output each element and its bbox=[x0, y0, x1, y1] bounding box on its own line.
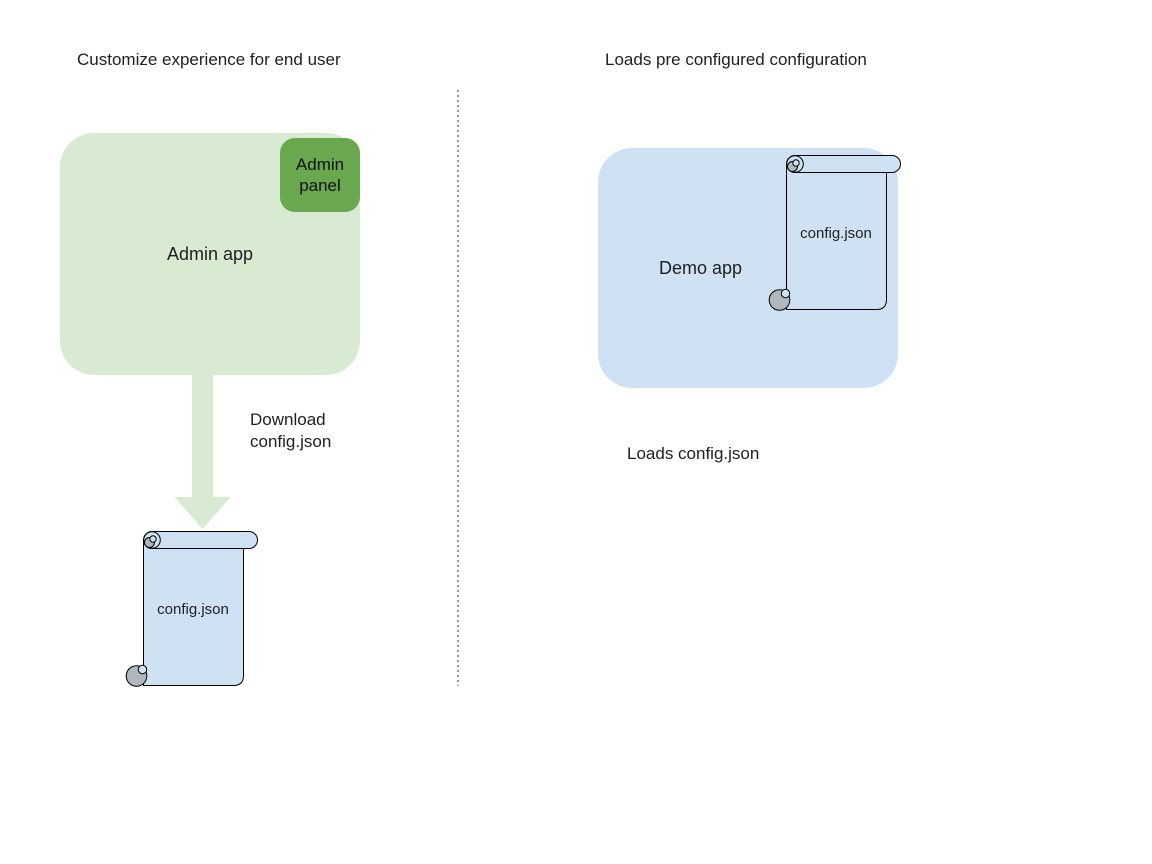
demo-app-label: Demo app bbox=[658, 257, 743, 278]
download-config-label: Download config.json bbox=[250, 410, 332, 451]
config-json-label: config.json bbox=[157, 601, 229, 618]
left-section-title: Customize experience for end user bbox=[77, 50, 341, 69]
admin-panel-label: Admin panel bbox=[295, 155, 345, 195]
admin-app-label: Admin app bbox=[166, 243, 254, 264]
admin-app-box: Admin app Admin panel bbox=[60, 133, 360, 375]
scroll-shape-icon bbox=[125, 531, 258, 687]
right-section-title: Loads pre configured configuration bbox=[605, 50, 867, 69]
config-json-scroll-right: config.json bbox=[768, 155, 904, 311]
admin-panel-box: Admin panel bbox=[280, 138, 360, 212]
download-arrow-icon bbox=[174, 375, 231, 529]
config-json-label: config.json bbox=[800, 225, 872, 242]
section-divider-dotted-line bbox=[457, 90, 459, 686]
config-json-scroll-left: config.json bbox=[125, 531, 261, 687]
scroll-shape-icon bbox=[768, 155, 901, 311]
loads-config-label: Loads config.json bbox=[627, 444, 760, 463]
